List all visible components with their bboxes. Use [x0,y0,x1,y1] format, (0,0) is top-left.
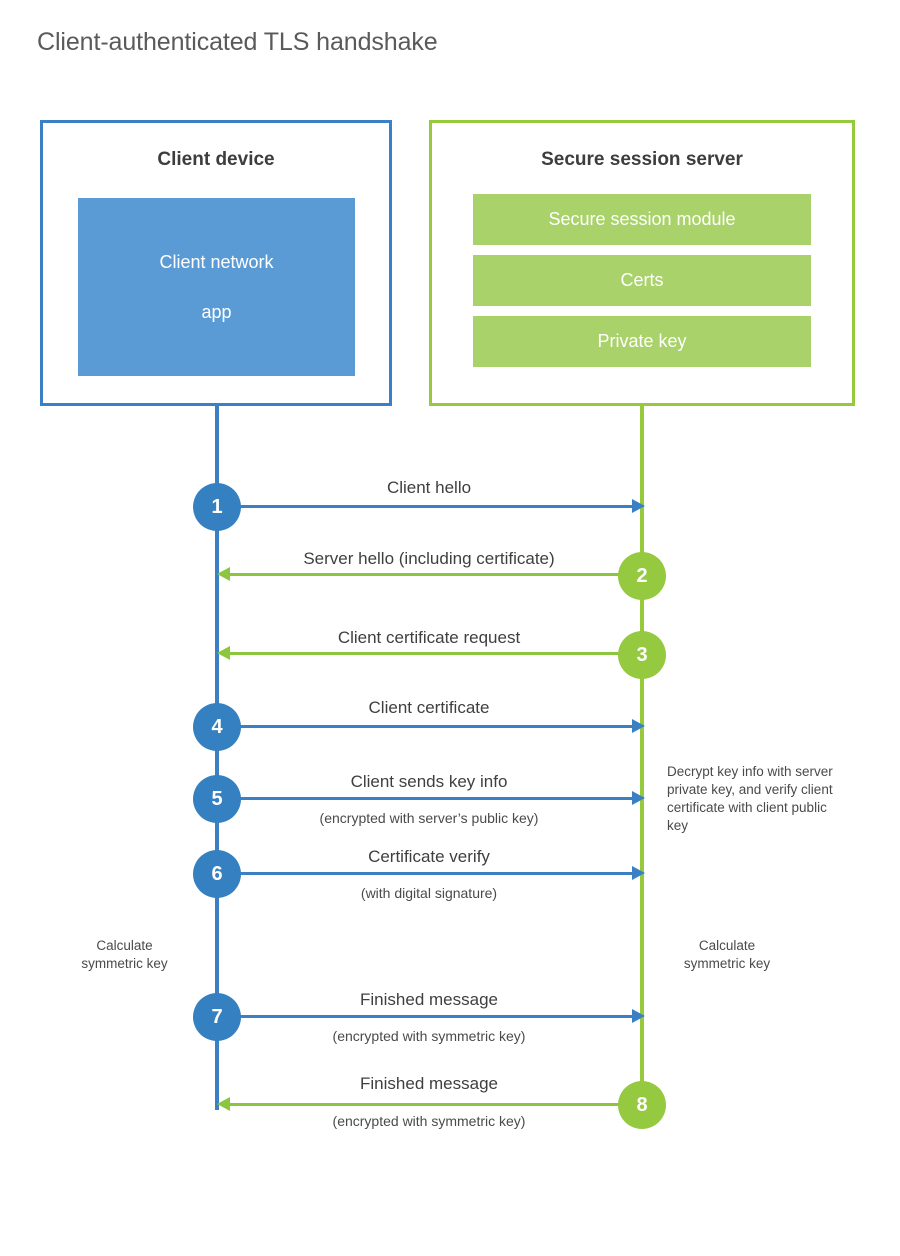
step-circle-3[interactable]: 3 [618,631,666,679]
server-lifeline [640,404,644,1106]
message-label-3: Client certificate request [337,628,521,647]
message-label-8: Finished message [360,1074,498,1093]
arrowhead-right-icon [632,499,645,513]
client-network-app-block: Client network app [78,198,355,376]
client-calc-line2: symmetric key [81,956,168,971]
message-label-7: Finished message [360,990,498,1009]
client-lifeline [215,404,219,1110]
arrowhead-right-icon [632,866,645,880]
server-module-private-key: Private key [473,316,811,367]
message-arrow-8 [217,1097,642,1111]
message-sublabel-7: (encrypted with symmetric key) [332,1028,526,1044]
arrowhead-left-icon [217,1097,230,1111]
message-sublabel-6: (with digital signature) [360,885,498,901]
client-app-label-line1: Client network [159,251,274,272]
server-modules-list: Secure session module Certs Private key [473,194,811,377]
message-sublabel-5: (encrypted with server’s public key) [319,810,539,826]
arrowhead-left-icon [217,567,230,581]
step-circle-1[interactable]: 1 [193,483,241,531]
secure-session-server-box: Secure session server Secure session mod… [429,120,855,406]
arrowhead-right-icon [632,719,645,733]
step-circle-7[interactable]: 7 [193,993,241,1041]
message-label-5: Client sends key info [350,772,508,791]
server-calculate-symmetric-key-note: Calculate symmetric key [667,937,787,973]
message-sublabel-8: (encrypted with symmetric key) [332,1113,526,1129]
message-label-6: Certificate verify [368,847,490,866]
step-circle-8[interactable]: 8 [618,1081,666,1129]
client-device-title: Client device [157,149,275,170]
step-circle-4[interactable]: 4 [193,703,241,751]
server-module-secure-session-module: Secure session module [473,194,811,245]
message-label-4: Client certificate [368,698,490,717]
arrowhead-right-icon [632,1009,645,1023]
message-label-2: Server hello (including certificate) [303,549,555,568]
arrowhead-left-icon [217,646,230,660]
message-arrow-6 [217,866,645,880]
page-title: Client-authenticated TLS handshake [37,28,438,56]
message-arrow-7 [217,1009,645,1023]
message-arrow-4 [217,719,645,733]
message-arrow-3 [217,646,642,660]
message-arrow-1 [217,499,645,513]
step-circle-2[interactable]: 2 [618,552,666,600]
arrowhead-right-icon [632,791,645,805]
client-calc-line1: Calculate [96,938,153,953]
message-arrow-5 [217,791,645,805]
secure-session-server-title: Secure session server [541,149,743,170]
client-app-label-line2: app [201,301,232,322]
server-calc-line1: Calculate [698,938,756,953]
server-decrypt-note: Decrypt key info with server private key… [667,764,833,833]
message-label-1: Client hello [386,478,472,497]
client-device-box: Client device Client network app [40,120,392,406]
message-arrow-2 [217,567,642,581]
step-circle-6[interactable]: 6 [193,850,241,898]
server-calc-line2: symmetric key [683,956,771,971]
server-module-certs: Certs [473,255,811,306]
client-calculate-symmetric-key-note: Calculate symmetric key [62,937,187,973]
step-circle-5[interactable]: 5 [193,775,241,823]
